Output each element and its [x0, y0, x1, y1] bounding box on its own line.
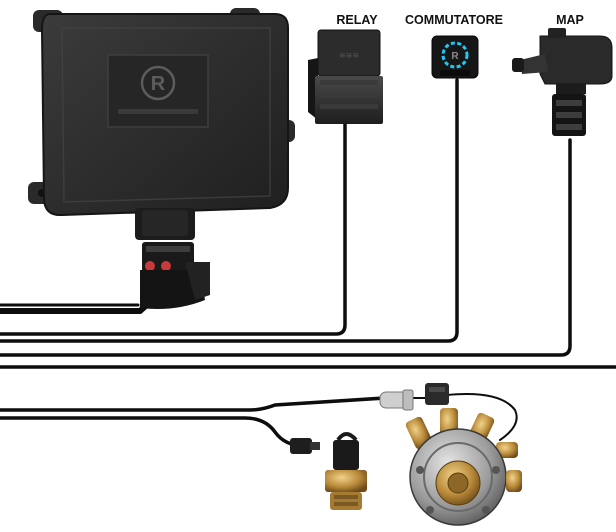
svg-text:≋≋≋: ≋≋≋ [339, 51, 359, 60]
switch-led-ring-icon [441, 41, 469, 69]
wire-lower-bottom [0, 416, 307, 448]
ecu-unit: R [28, 8, 295, 240]
label-commutatore: COMMUTATORE [405, 13, 503, 27]
relay-component: ≋≋≋ [308, 29, 383, 124]
wiring-harness [0, 78, 616, 448]
wire-lower-top [0, 396, 387, 412]
wire-commutatore [0, 78, 459, 343]
label-relay: RELAY [336, 13, 378, 27]
ecu-logo-icon [140, 65, 176, 101]
gas-reducer [405, 408, 522, 526]
map-sensor [512, 28, 613, 136]
label-map: MAP [556, 13, 584, 27]
wire-map [0, 138, 572, 357]
ecu-harness-connector [140, 242, 210, 309]
wire-sensor-loop [446, 393, 518, 441]
switch-logo-letter: R [451, 51, 459, 62]
gas-solenoid-valve [290, 432, 367, 510]
ecu-logo-letter: R [151, 73, 166, 95]
temperature-sensor [379, 383, 449, 411]
wire-relay [0, 118, 347, 336]
commutatore-switch: R [431, 35, 479, 79]
